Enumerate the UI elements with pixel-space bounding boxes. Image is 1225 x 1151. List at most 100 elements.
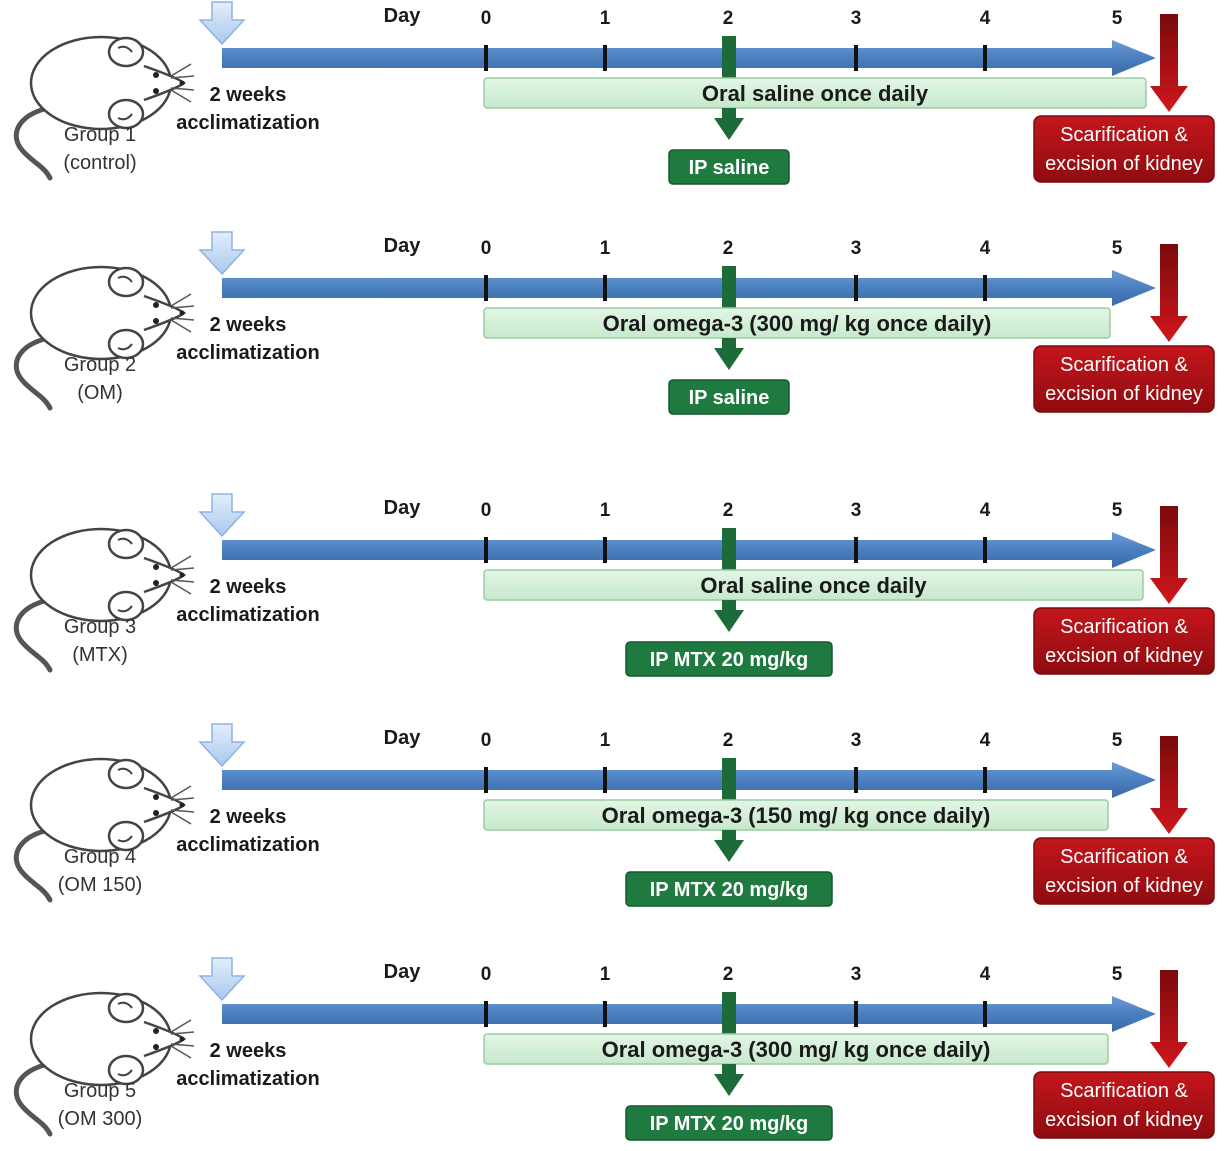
day-tick-label: 3 [851, 238, 862, 259]
day-tick-label: 5 [1112, 964, 1123, 985]
oral-treatment-label: Oral omega-3 (300 mg/ kg once daily) [602, 1037, 991, 1062]
mouse-ear [107, 98, 145, 130]
mouse-whisker [170, 579, 195, 583]
day-tick-label: 0 [481, 730, 492, 751]
acclimatization-duration: 2 weeks [210, 576, 287, 598]
oral-treatment-bar [483, 1033, 1109, 1065]
day-tick-mark [484, 1001, 488, 1027]
day-tick-label: 2 [723, 500, 734, 521]
day-tick-label: 0 [481, 964, 492, 985]
mouse-eye [153, 72, 159, 78]
day-tick-label: 1 [600, 730, 611, 751]
day-tick-mark [983, 275, 987, 301]
acclimatization-duration: 2 weeks [210, 806, 287, 828]
day-label: Day [384, 497, 422, 519]
day-label: Day [384, 961, 422, 983]
acclimatization-arrow-icon [198, 493, 246, 538]
mouse-whisker [170, 305, 195, 309]
mouse-whisker [170, 1043, 195, 1047]
day-tick-label: 1 [600, 238, 611, 259]
mouse-nose [179, 310, 185, 316]
mouse-ear [107, 36, 145, 68]
ip-injection-label: IP MTX 20 mg/kg [650, 649, 809, 671]
mouse-ear-inner [117, 537, 133, 545]
acclimatization-duration: 2 weeks [210, 314, 287, 336]
mouse-ear-inner [117, 1001, 133, 1009]
scarification-label: Scarification & [1060, 354, 1188, 376]
ip-arrow-icon [714, 1074, 744, 1096]
mouse-whisker [170, 293, 192, 307]
mouse-ear [107, 820, 145, 852]
day-tick-label: 3 [851, 730, 862, 751]
day-tick-mark [484, 45, 488, 71]
mouse-ear [107, 266, 145, 298]
acclimatization-duration: 2 weeks [210, 1040, 287, 1062]
day-tick-label: 5 [1112, 730, 1123, 751]
day-tick-label: 5 [1112, 238, 1123, 259]
ip-injection-box [625, 871, 833, 907]
timeline-arrow [222, 270, 1156, 306]
ip-injection-box [625, 641, 833, 677]
acclimatization-label: acclimatization [176, 1068, 319, 1090]
scarification-label: Scarification & [1060, 124, 1188, 146]
mouse-tail [13, 1061, 53, 1137]
excision-label: excision of kidney [1045, 1109, 1203, 1131]
acclimatization-arrow-icon [198, 957, 246, 1002]
mouse-icon [13, 35, 195, 181]
group-row-1: Group 1(control)2 weeksacclimatizationDa… [13, 1, 1215, 185]
mouse-ear-inner [117, 605, 133, 613]
mouse-whisker [170, 1019, 192, 1033]
mouse-whisker [170, 797, 195, 801]
mouse-ear-inner [117, 113, 133, 121]
mouse-ear-inner [117, 835, 133, 843]
ip-arrow-icon [714, 610, 744, 632]
excision-label: excision of kidney [1045, 645, 1203, 667]
mouse-ear-inner [117, 767, 133, 775]
acclimatization-arrow-icon [198, 231, 246, 276]
ip-arrow-icon [714, 348, 744, 370]
scarification-box [1033, 1071, 1215, 1139]
ip-arrow-shaft [722, 600, 736, 612]
day-tick-mark [603, 275, 607, 301]
day-tick-mark [484, 537, 488, 563]
mouse-ear-inner [117, 275, 133, 283]
group-description: (MTX) [72, 644, 128, 666]
mouse-whisker [170, 317, 195, 321]
group-description: (control) [63, 152, 136, 174]
day-tick-mark [854, 537, 858, 563]
day-tick-label: 3 [851, 964, 862, 985]
day-label: Day [384, 727, 422, 749]
ip-injection-box [668, 379, 790, 415]
day-tick-label: 0 [481, 8, 492, 29]
group-name: Group 1 [64, 124, 136, 146]
day-tick-label: 5 [1112, 500, 1123, 521]
group-name: Group 5 [64, 1080, 136, 1102]
ip-arrow-shaft [722, 830, 736, 842]
group-description: (OM 150) [58, 874, 142, 896]
sacrifice-arrow-icon [1150, 506, 1188, 604]
mouse-whisker [170, 1031, 195, 1035]
mouse-whisker [170, 63, 192, 77]
mouse-tail [13, 335, 53, 411]
day-tick-mark [983, 45, 987, 71]
mouse-nose [179, 802, 185, 808]
day-tick-label: 1 [600, 500, 611, 521]
mouse-eye [153, 1028, 159, 1034]
mouse-ear [107, 992, 145, 1024]
mouse-eye [153, 318, 159, 324]
mouse-whisker [170, 555, 192, 569]
day-tick-mark [854, 45, 858, 71]
day-tick-label: 4 [980, 964, 991, 985]
day-tick-mark [603, 767, 607, 793]
mouse-icon [13, 527, 195, 673]
mouse-whisker [170, 581, 192, 595]
day-tick-label: 0 [481, 238, 492, 259]
oral-treatment-bar [483, 77, 1147, 109]
scarification-box [1033, 345, 1215, 413]
mouse-whisker [170, 89, 192, 103]
oral-treatment-label: Oral omega-3 (300 mg/ kg once daily) [603, 311, 992, 336]
mouse-icon [13, 265, 195, 411]
day-tick-label: 4 [980, 238, 991, 259]
acclimatization-label: acclimatization [176, 112, 319, 134]
oral-treatment-bar [483, 799, 1109, 831]
